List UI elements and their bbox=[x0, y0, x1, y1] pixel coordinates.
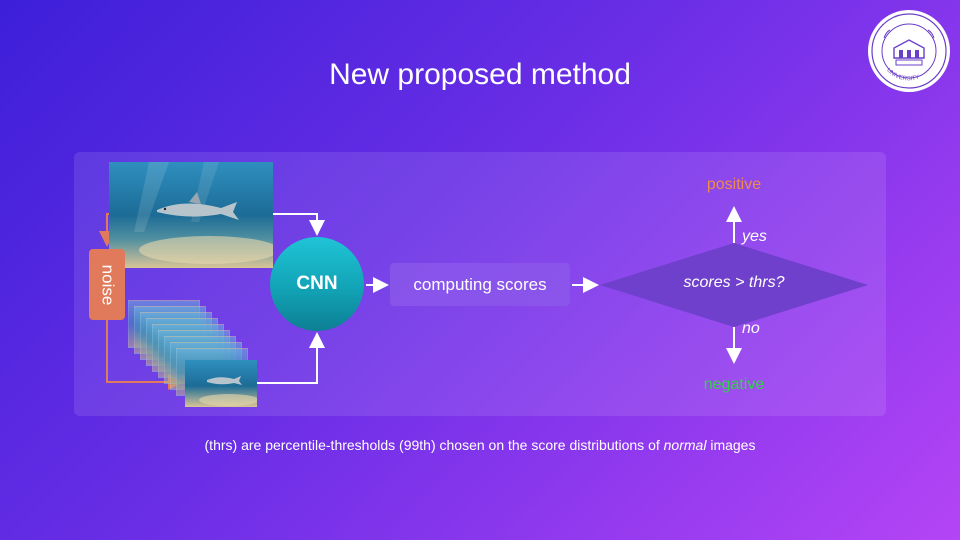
input-image bbox=[109, 162, 273, 268]
noisy-input-image bbox=[185, 360, 257, 407]
cnn-label: CNN bbox=[296, 273, 338, 294]
caption: (thrs) are percentile-thresholds (99th) … bbox=[0, 437, 960, 453]
scores-label: computing scores bbox=[413, 274, 547, 294]
positive-label: positive bbox=[706, 176, 762, 193]
computing-scores-block: computing scores bbox=[390, 263, 570, 306]
shark-photo-icon bbox=[109, 162, 273, 268]
caption-emphasis: normal bbox=[663, 437, 707, 453]
university-seal-icon: UNIVERSITY bbox=[868, 10, 950, 92]
noise-label: noise bbox=[98, 264, 118, 305]
caption-suffix: images bbox=[706, 437, 756, 453]
no-label: no bbox=[742, 320, 760, 337]
noise-block: noise bbox=[89, 249, 125, 320]
negative-label: negative bbox=[703, 376, 765, 393]
cnn-node: CNN bbox=[270, 237, 364, 331]
shark-photo-small-icon bbox=[185, 360, 257, 407]
decision-label: scores > thrs? bbox=[683, 274, 785, 291]
caption-prefix: (thrs) are percentile-thresholds (99th) … bbox=[204, 437, 664, 453]
yes-label: yes bbox=[742, 228, 767, 245]
slide-title: New proposed method bbox=[329, 58, 631, 91]
